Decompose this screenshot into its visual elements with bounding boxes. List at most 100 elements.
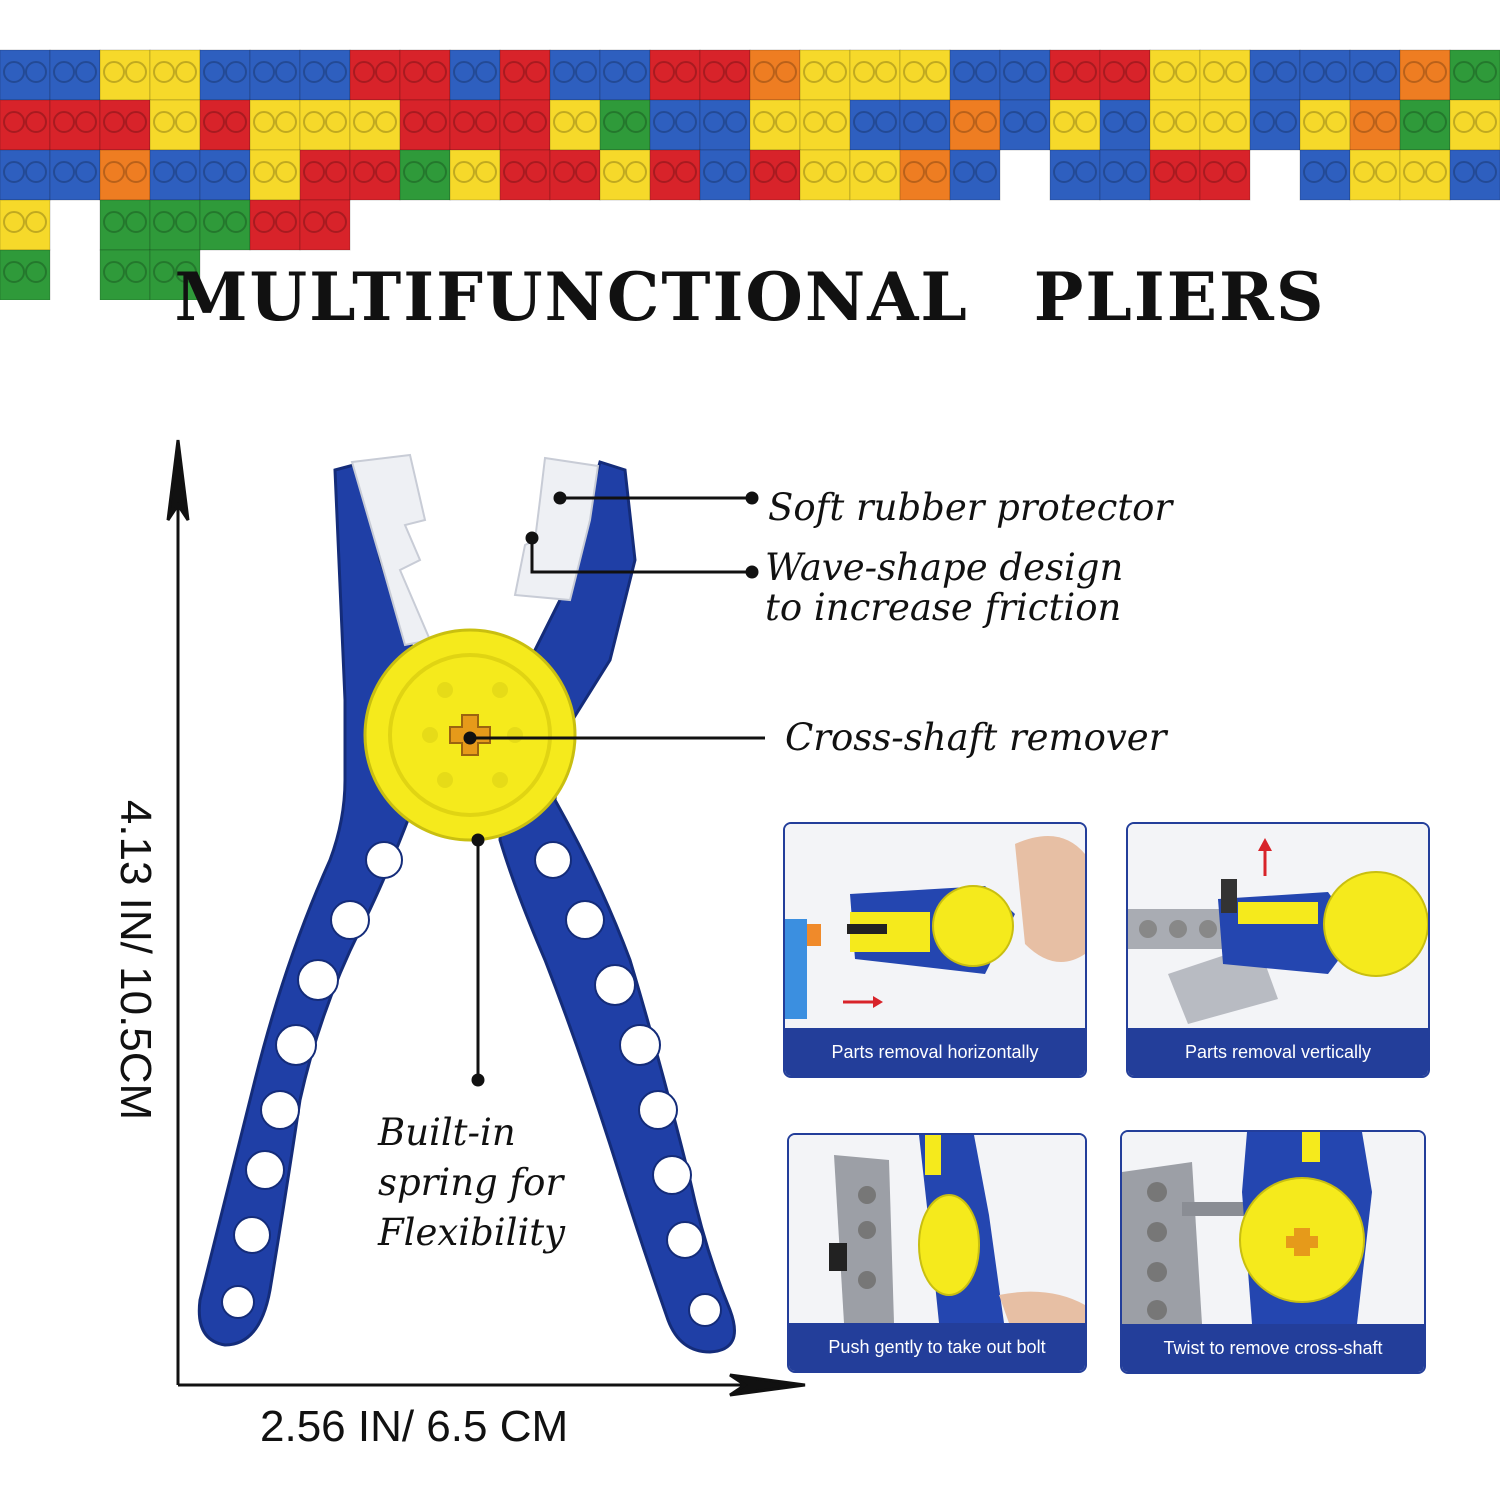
callout-rubber-protector: Soft rubber protector (768, 488, 1172, 528)
brick (799, 149, 851, 201)
brick (699, 99, 751, 151)
brick (49, 99, 101, 151)
usage-panel-horizontal: Parts removal horizontally (783, 822, 1087, 1078)
brick (999, 99, 1051, 151)
brick (1399, 49, 1451, 101)
brick (649, 99, 701, 151)
brick (299, 49, 351, 101)
brick (1349, 99, 1401, 151)
brick (899, 149, 951, 201)
brick (1049, 99, 1101, 151)
panel-bolt-image (789, 1135, 1085, 1323)
brick (499, 99, 551, 151)
brick (1199, 149, 1251, 201)
usage-panel-twist: Twist to remove cross-shaft (1120, 1130, 1426, 1374)
panel-vertical-caption: Parts removal vertically (1128, 1028, 1428, 1076)
brick (799, 99, 851, 151)
brick (1099, 99, 1151, 151)
brick (649, 149, 701, 201)
brick (249, 149, 301, 201)
brick (449, 49, 501, 101)
brick (849, 99, 901, 151)
brick (599, 149, 651, 201)
callout-spring-line2: spring for (378, 1161, 564, 1204)
brick (299, 199, 351, 251)
callout-cross-text: Cross-shaft remover (785, 716, 1167, 759)
brick (849, 149, 901, 201)
brick (49, 149, 101, 201)
brick (249, 199, 301, 251)
brick (1299, 149, 1351, 201)
panel-twist-image (1122, 1132, 1424, 1324)
width-dimension-label: 2.56 IN/ 6.5 CM (260, 1402, 569, 1451)
brick (499, 49, 551, 101)
callout-cross-shaft: Cross-shaft remover (785, 718, 1166, 758)
brick (349, 49, 401, 101)
brick (199, 199, 251, 251)
brick (299, 99, 351, 151)
brick (99, 249, 151, 300)
brick (349, 99, 401, 151)
brick (949, 149, 1001, 201)
brick (899, 99, 951, 151)
brick (149, 49, 201, 101)
brick (1399, 149, 1451, 201)
brick (249, 49, 301, 101)
brick (949, 49, 1001, 101)
brick (1449, 149, 1500, 201)
brick (849, 49, 901, 101)
panel-vertical-image (1128, 824, 1428, 1028)
brick (299, 149, 351, 201)
brick (0, 49, 51, 101)
brick (399, 49, 451, 101)
brick (749, 49, 801, 101)
brick (549, 49, 601, 101)
brick (399, 149, 451, 201)
brick (949, 99, 1001, 151)
brick (199, 99, 251, 151)
brick (249, 99, 301, 151)
brick (1249, 99, 1301, 151)
callout-wave-design: Wave-shape design to increase friction (765, 548, 1123, 628)
usage-panel-vertical: Parts removal vertically (1126, 822, 1430, 1078)
brick (199, 149, 251, 201)
callout-spring-line3: Flexibility (378, 1211, 566, 1254)
handle-holes (221, 841, 722, 1327)
brick (1249, 49, 1301, 101)
brick (749, 149, 801, 201)
brick (199, 49, 251, 101)
brick (1049, 49, 1101, 101)
brick (1349, 49, 1401, 101)
brick (349, 149, 401, 201)
leader-lines (463, 491, 765, 1087)
brick (1049, 149, 1101, 201)
panel-bolt-caption: Push gently to take out bolt (789, 1323, 1085, 1371)
panel-horizontal-caption: Parts removal horizontally (785, 1028, 1085, 1076)
brick (99, 199, 151, 251)
brick (0, 249, 51, 300)
brick (1299, 49, 1351, 101)
brick (499, 149, 551, 201)
brick (1099, 49, 1151, 101)
brick (149, 249, 201, 300)
brick (699, 149, 751, 201)
callout-rubber-text: Soft rubber protector (768, 486, 1173, 529)
dimension-axes (166, 439, 806, 1397)
brick (1149, 99, 1201, 151)
panel-horizontal-image (785, 824, 1085, 1028)
brick (549, 99, 601, 151)
height-dimension-label: 4.13 IN/ 10.5CM (111, 799, 160, 1121)
callout-wave-line2: to increase friction (765, 586, 1122, 629)
brick (649, 49, 701, 101)
brick (749, 99, 801, 151)
brick (449, 99, 501, 151)
brick (1449, 49, 1500, 101)
brick-banner (0, 49, 1500, 300)
brick (1349, 149, 1401, 201)
callout-wave-line1: Wave-shape design (765, 546, 1124, 589)
panel-twist-caption: Twist to remove cross-shaft (1122, 1324, 1424, 1372)
brick (449, 149, 501, 201)
brick (599, 49, 651, 101)
